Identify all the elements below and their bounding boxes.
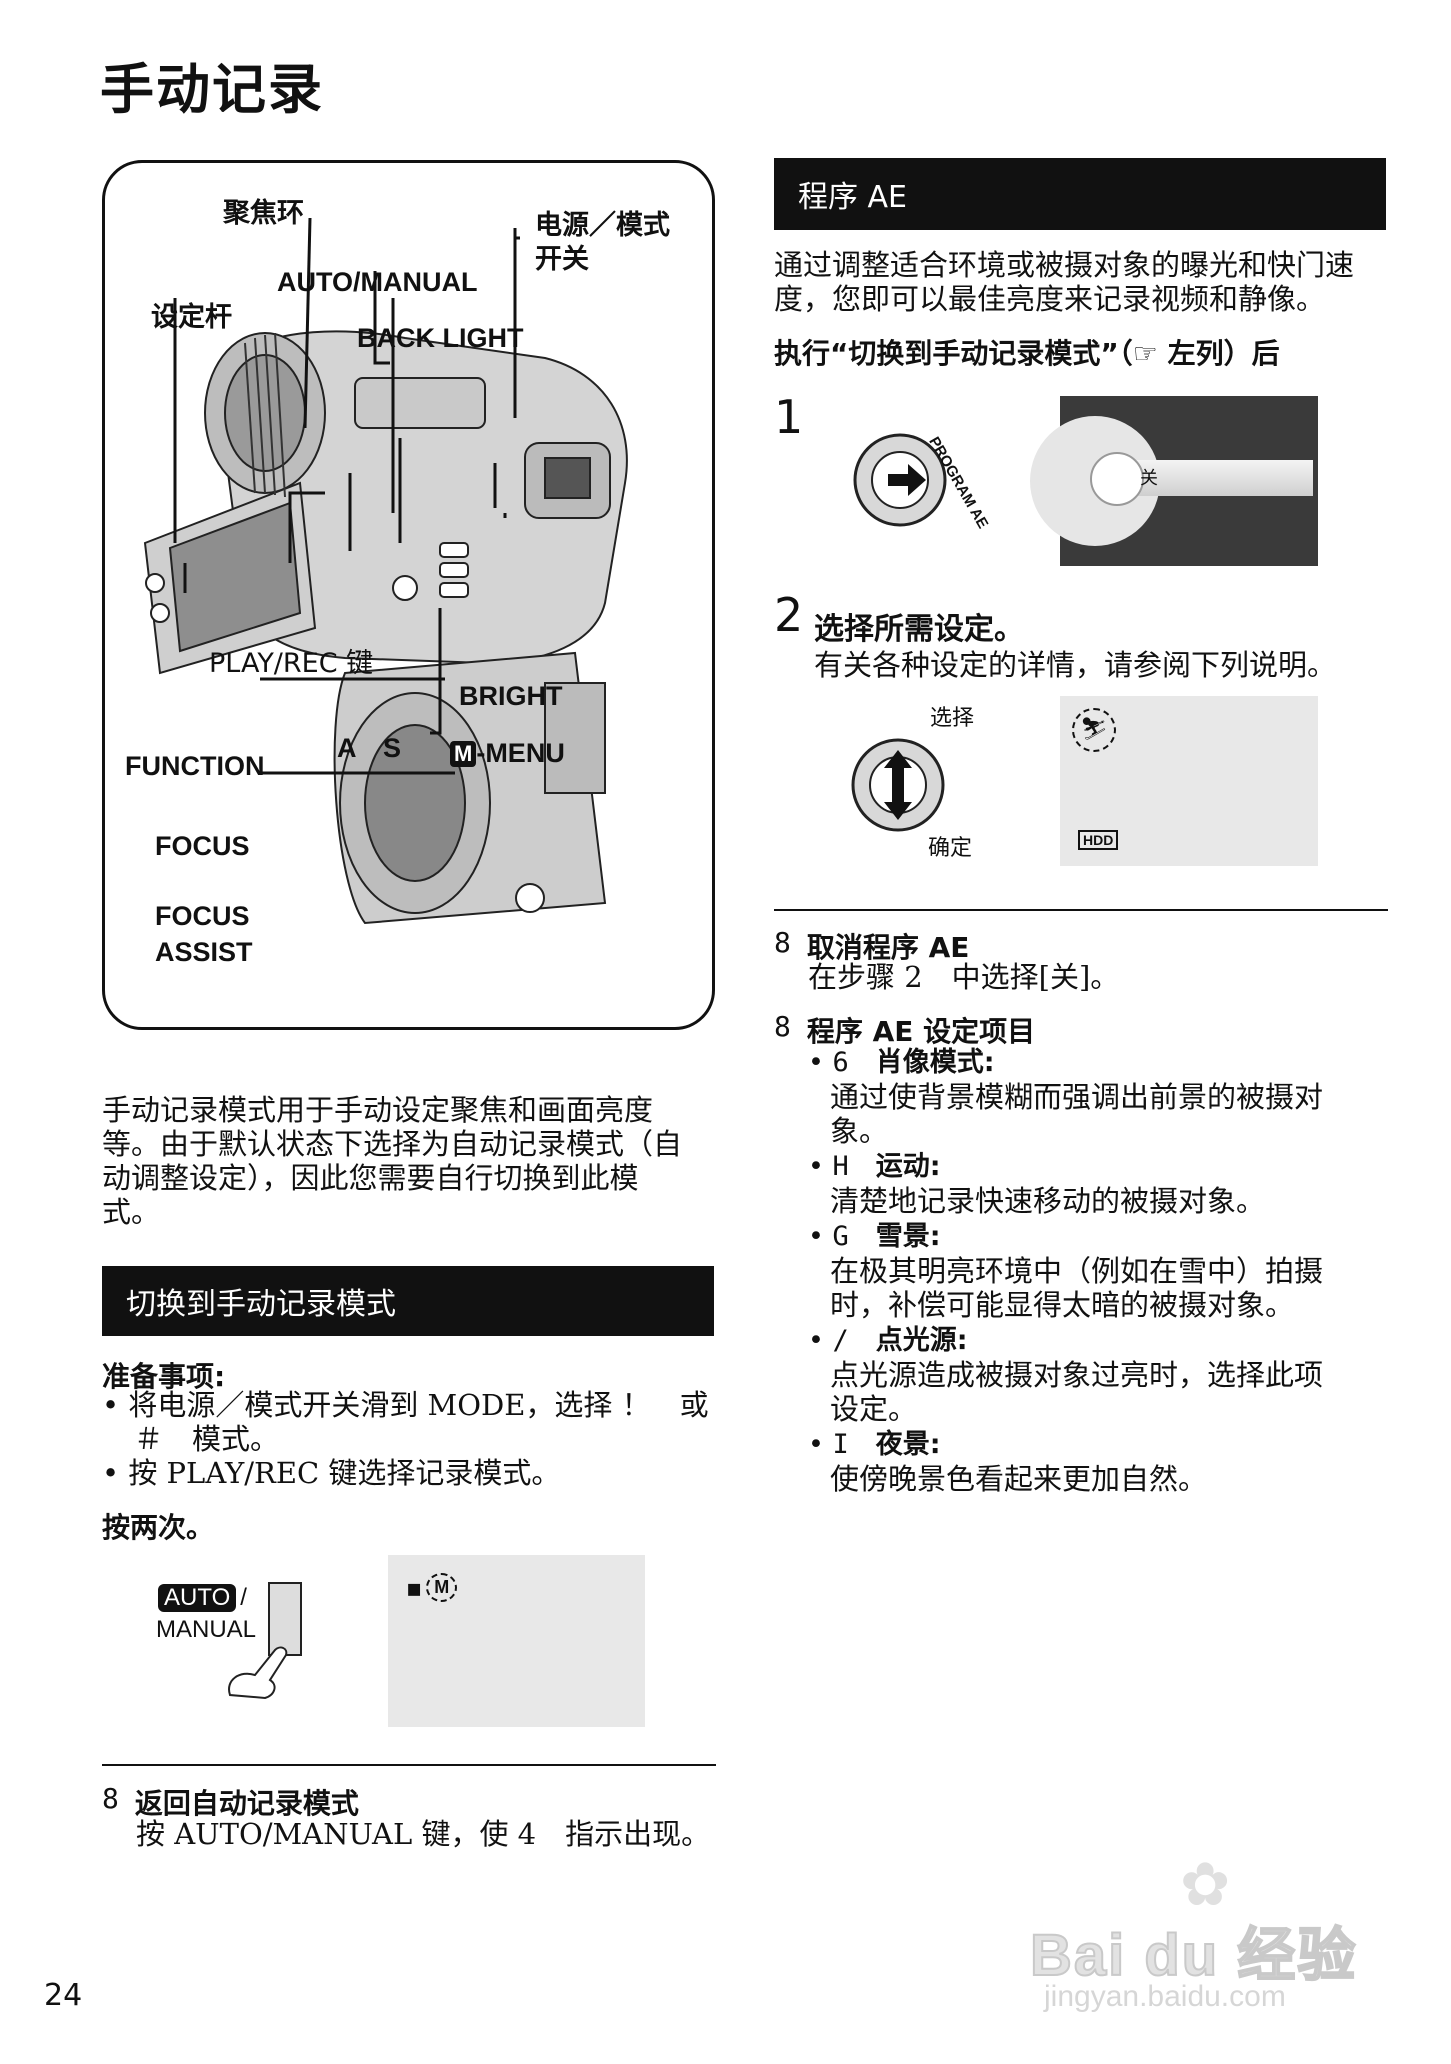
lcd-menu-program-ae: 关 [1030,396,1318,566]
hdd-badge: HDD [1078,830,1119,850]
note-mark: 8 [102,1782,119,1815]
label-focus: FOCUS [155,831,250,861]
list-item: • I 夜景: 使傍晚景色看起来更加自然。 [808,1429,1208,1496]
page-title: 手动记录 [100,58,324,121]
label-focus-assist-2: ASSIST [155,937,253,967]
menu-center [1090,452,1144,506]
menu-item-off: 关 [1140,468,1158,489]
section-heading-manual-mode: 切换到手动记录模式 [102,1266,714,1336]
finger-icon [228,1646,288,1700]
label-set-lever: 设定杆 [151,302,232,333]
return-auto-heading: 8 返回自动记录模式 [102,1782,359,1822]
step-2-number: 2 [774,588,804,642]
prep-heading: 准备事项: [102,1360,226,1393]
camera-illustration [143,217,628,925]
prep-item: • 按 PLAY/REC 键选择记录模式。 [102,1456,561,1490]
program-ae-items-list: • 6 肖像模式: 通过使背景模糊而强调出前景的被摄对 象。 • H 运动: 清… [808,1046,1388,1496]
intro-paragraph: 手动记录模式用于手动设定聚焦和画面亮度 等。由于默认状态下选择为自动记录模式（自… [102,1093,717,1229]
watermark: ✿ Bai du 经验 jingyan.baidu.com [1029,1850,1410,2013]
camera-icon: ▪ [406,1573,423,1602]
label-back-light: BACK LIGHT [357,323,524,353]
menu-text: -MENU [476,738,565,768]
note-mark: 8 [774,1010,791,1043]
lcd-program-ae-preview: ⛷ HDD [1060,696,1318,866]
cancel-program-ae-heading: 8 取消程序 AE [774,926,969,966]
intro-line: 通过调整适合环境或被摄对象的曝光和快门速 [774,248,1355,282]
auto-slash: / [240,1584,247,1611]
return-heading-text: 返回自动记录模式 [134,1787,359,1820]
watermark-url: jingyan.baidu.com [1044,1980,1286,2013]
auto-manual-label: AUTO / [158,1584,247,1612]
label-auto-manual: AUTO/MANUAL [277,267,478,297]
program-ae-items-heading: 8 程序 AE 设定项目 [774,1010,1035,1050]
label-m-menu: M -MENU [450,738,565,769]
m-mode-badge: M [426,1573,458,1602]
press-twice: 按两次。 [102,1511,215,1544]
watermark-brand: Bai du 经验 [1029,1922,1358,1989]
label-play-rec: PLAY/REC 键 [209,648,374,679]
intro-line: 式。 [102,1195,161,1229]
cancel-program-ae-text: 在步骤 2 中选择[关]。 [808,960,1120,994]
list-item: • 6 肖像模式: 通过使背景模糊而强调出前景的被摄对 象。 [808,1047,1324,1148]
note-mark: 8 [774,926,791,959]
manual-mode-indicator: ▪ M [406,1573,458,1602]
cancel-heading-text: 取消程序 AE [806,931,970,964]
intro-line: 等。由于默认状态下选择为自动记录模式（自 [102,1127,683,1161]
prep-list: • 将电源／模式开关滑到 MODE，选择 ！ 或 ＃ 模式。 • 按 PLAY/… [102,1388,722,1490]
confirm-label: 确定 [928,836,973,861]
intro-line: 手动记录模式用于手动设定聚焦和画面亮度 [102,1093,654,1127]
step-2-title: 选择所需设定。 [814,612,1024,647]
label-s: S [383,733,402,763]
label-bright: BRIGHT [459,681,563,711]
camera-diagram: 聚焦环 电源／模式 开关 AUTO/MANUAL 设定杆 BACK LIGHT … [102,160,715,1030]
auto-badge: AUTO [158,1584,237,1612]
list-item: • G 雪景: 在极其明亮环境中（例如在雪中）拍摄 时，补偿可能显得太暗的被摄对… [808,1221,1324,1322]
divider [102,1764,716,1766]
select-confirm-button-icon [851,738,945,832]
after-switch-note: 执行“切换到手动记录模式”（☞ 左列）后 [774,337,1280,370]
program-ae-dial: PROGRAM AE [848,420,991,550]
select-label: 选择 [930,706,975,731]
intro-line: 度，您即可以最佳亮度来记录视频和静像。 [774,282,1326,316]
items-heading-text: 程序 AE 设定项目 [806,1015,1036,1048]
paw-icon: ✿ [1180,1850,1231,1920]
prep-item: • 将电源／模式开关滑到 MODE，选择 ！ 或 [102,1388,709,1422]
divider [774,909,1388,911]
section-heading-program-ae: 程序 AE [774,158,1386,230]
list-item: • / 点光源: 点光源造成被摄对象过亮时，选择此项 设定。 [808,1325,1324,1426]
label-focus-assist-1: FOCUS [155,901,250,931]
label-focus-ring: 聚焦环 [223,198,304,229]
label-function: FUNCTION [125,751,265,781]
select-confirm-dial: 选择 确定 [848,700,1018,861]
return-auto-text: 按 AUTO/MANUAL 键，使 4 指示出现。 [136,1817,711,1851]
program-ae-intro: 通过调整适合环境或被摄对象的曝光和快门速 度，您即可以最佳亮度来记录视频和静像。 [774,248,1394,316]
manual-label: MANUAL [156,1616,257,1643]
label-power-mode: 电源／模式 [535,210,670,241]
step-1-number: 1 [774,390,804,444]
button-shape [268,1582,302,1656]
label-a: A [337,733,357,763]
m-badge: M [450,740,477,767]
page-number: 24 [44,1978,83,2013]
intro-line: 动调整设定），因此您需要自行切换到此模 [102,1161,639,1195]
auto-manual-button-illustration: AUTO / MANUAL [150,1580,310,1700]
label-switch: 开关 [535,244,589,275]
step-2-text: 有关各种设定的详情，请参阅下列说明。 [814,648,1337,682]
lcd-display-manual: ▪ M [388,1555,645,1727]
program-ae-button-icon [853,433,947,527]
list-item: • H 运动: 清楚地记录快速移动的被摄对象。 [808,1151,1266,1218]
sports-mode-icon: ⛷ [1072,708,1116,752]
prep-item-cont: ＃ 模式。 [134,1422,280,1456]
